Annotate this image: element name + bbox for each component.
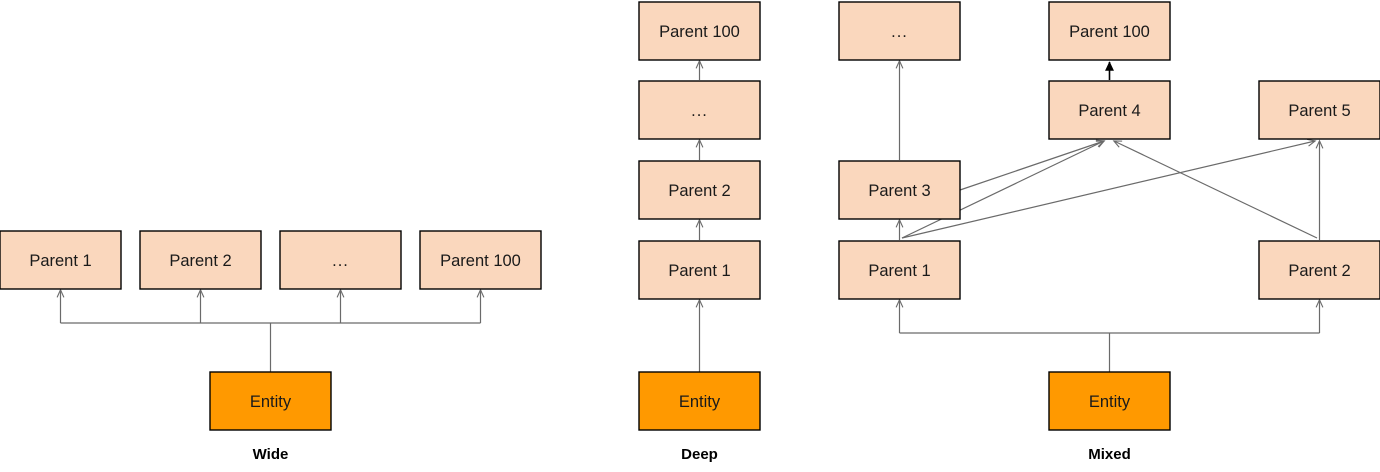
node-rect — [1048, 371, 1171, 431]
node-deep-entity[interactable]: Entity — [638, 371, 761, 431]
node-rect — [638, 1, 761, 61]
node-label: ... — [891, 23, 908, 41]
node-wide-parent-2[interactable]: Parent 2 — [139, 230, 262, 290]
node-deep-parent-1[interactable]: Parent 1 — [638, 240, 761, 300]
edge-parent-2-to-parent-4-mixed — [1112, 140, 1318, 239]
node-mixed-parent-2[interactable]: Parent 2 — [1258, 240, 1380, 300]
node-wide-entity[interactable]: Entity — [209, 371, 332, 431]
group-caption-deep: Deep — [681, 446, 718, 463]
node-label: Parent 2 — [668, 182, 730, 200]
node-deep-parent-100[interactable]: Parent 100 — [638, 1, 761, 61]
node-label: Entity — [250, 393, 292, 411]
node-rect — [1258, 240, 1380, 300]
node-label: Parent 100 — [440, 252, 521, 270]
node-mixed-parent-3[interactable]: Parent 3 — [838, 160, 961, 220]
node-mixed-parent-5[interactable]: Parent 5 — [1258, 80, 1380, 140]
node-wide-parent-1[interactable]: Parent 1 — [0, 230, 122, 290]
node-deep-parent-2[interactable]: Parent 2 — [638, 160, 761, 220]
node-rect — [419, 230, 542, 290]
node-label: Parent 1 — [29, 252, 91, 270]
node-deep-ellipsis[interactable]: ... — [638, 80, 761, 140]
edge-parent-1-to-parent-5-mixed — [901, 138, 1317, 239]
edge-parent-1-to-parent-4-mixed — [901, 140, 1106, 239]
node-wide-parent-100[interactable]: Parent 100 — [419, 230, 542, 290]
node-rect — [638, 160, 761, 220]
node-label: Parent 3 — [868, 182, 930, 200]
node-rect — [1048, 80, 1171, 140]
node-label: Parent 100 — [1069, 23, 1150, 41]
node-label: Parent 2 — [1288, 262, 1350, 280]
node-mixed-parent-100[interactable]: Parent 100 — [1048, 1, 1171, 61]
node-label: ... — [332, 252, 349, 270]
node-mixed-parent-1[interactable]: Parent 1 — [838, 240, 961, 300]
node-label: Parent 1 — [868, 262, 930, 280]
mixed-edges — [895, 59, 1324, 372]
node-wide-ellipsis[interactable]: ... — [279, 230, 402, 290]
node-rect — [279, 230, 402, 290]
node-label: Parent 4 — [1078, 102, 1140, 120]
node-mixed-entity[interactable]: Entity — [1048, 371, 1171, 431]
node-label: Entity — [1089, 393, 1131, 411]
group-caption-mixed: Mixed — [1088, 446, 1131, 463]
node-rect — [838, 1, 961, 61]
wide-edges — [56, 288, 485, 372]
node-label: Parent 2 — [169, 252, 231, 270]
node-rect — [838, 160, 961, 220]
node-label: Parent 1 — [668, 262, 730, 280]
group-mixed: ... Parent 100 Parent 4 Parent 5 Parent … — [838, 1, 1380, 463]
group-deep: Parent 100 ... Parent 2 Parent 1 Entity … — [638, 1, 761, 463]
node-rect — [638, 240, 761, 300]
node-rect — [838, 240, 961, 300]
node-label: Parent 100 — [659, 23, 740, 41]
node-rect — [1048, 1, 1171, 61]
node-rect — [0, 230, 122, 290]
node-rect — [209, 371, 332, 431]
node-rect — [638, 80, 761, 140]
node-rect — [638, 371, 761, 431]
node-label: Entity — [679, 393, 721, 411]
edge-parent-3-to-parent-4-mixed — [959, 139, 1106, 191]
group-wide: Parent 1 Parent 2 ... Parent 100 Entity … — [0, 230, 542, 463]
node-label: ... — [691, 102, 708, 120]
node-rect — [139, 230, 262, 290]
node-mixed-parent-4[interactable]: Parent 4 — [1048, 80, 1171, 140]
group-caption-wide: Wide — [253, 446, 289, 463]
node-label: Parent 5 — [1288, 102, 1350, 120]
node-rect — [1258, 80, 1380, 140]
node-mixed-ellipsis[interactable]: ... — [838, 1, 961, 61]
